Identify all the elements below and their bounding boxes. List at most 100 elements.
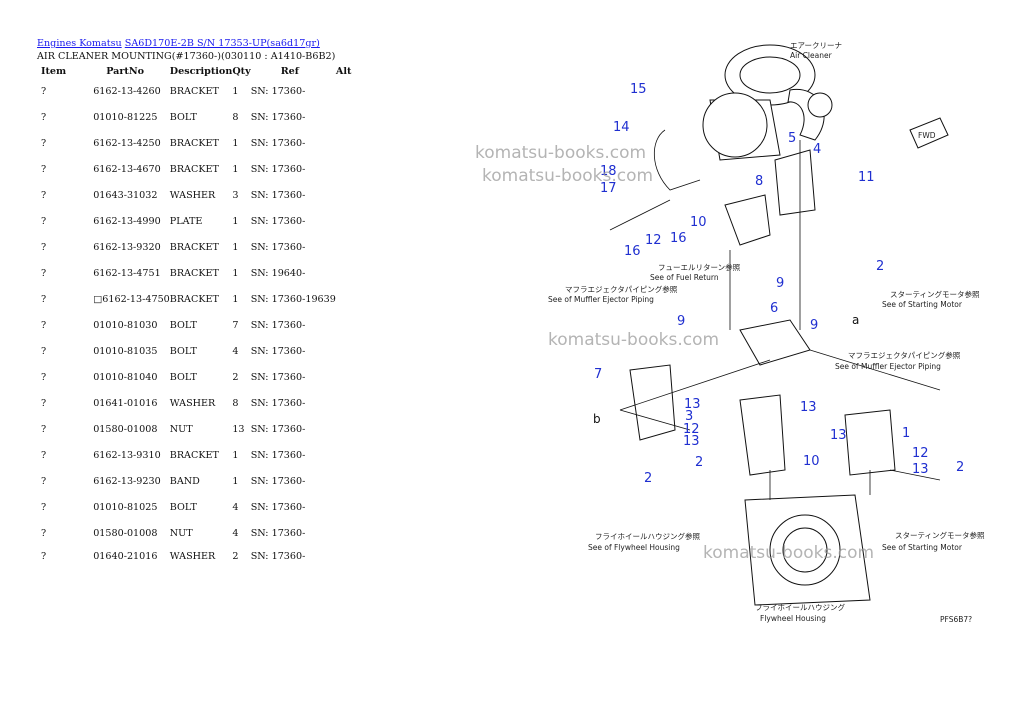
cell-ref: SN: 17360- (250, 85, 306, 97)
cell-partno: 01010-81025 (93, 501, 158, 513)
label-muffler1: See of Muffler Ejector Piping (548, 295, 654, 304)
label-flywheel2: Flywheel Housing (760, 614, 826, 623)
parts-table: Item PartNo Description Qty Ref Alt ?616… (37, 64, 351, 566)
cell-description: WASHER (169, 189, 216, 201)
label-flywheel2-jp: フライホイールハウジング (755, 602, 845, 612)
cell-description: BOLT (169, 319, 197, 331)
callout-number: 12 (645, 233, 662, 248)
cell-qty: 1 (232, 475, 239, 487)
reference-letter-b: b (593, 412, 601, 426)
cell-alt (336, 286, 352, 312)
cell-alt (336, 130, 352, 156)
cell-alt (336, 260, 352, 286)
breadcrumb-link-engines[interactable]: Engines Komatsu (37, 38, 122, 49)
cell-item: ? (41, 397, 47, 409)
callout-number: 13 (830, 428, 847, 443)
label-flywheel1-jp: フライホイールハウジング参照 (595, 531, 700, 541)
column-header-ref: Ref (280, 65, 299, 77)
cell-qty: 1 (232, 215, 239, 227)
callout-number: 10 (803, 454, 820, 469)
callout-number: 13 (684, 397, 701, 412)
page-title: AIR CLEANER MOUNTING(#17360-)(030110 : A… (37, 51, 336, 62)
cell-description: BOLT (169, 371, 197, 383)
cell-item: ? (41, 550, 47, 562)
breadcrumb-link-model[interactable]: SA6D170E-2B S/N 17353-UP(sa6d17gr) (124, 38, 320, 49)
cell-qty: 1 (232, 293, 239, 305)
leader-lines (609, 140, 941, 500)
label-air-cleaner: Air Cleaner (790, 51, 833, 60)
callout-number: 16 (624, 244, 641, 259)
cell-alt (336, 208, 352, 234)
cell-item: ? (41, 319, 47, 331)
cell-alt (336, 234, 352, 260)
cell-ref: SN: 17360- (250, 137, 306, 149)
cell-description: BRACKET (169, 163, 219, 175)
cell-description: NUT (169, 527, 193, 539)
bracket-3-drawing (739, 394, 786, 476)
cell-alt (336, 182, 352, 208)
svg-text:FWD: FWD (918, 131, 936, 140)
callout-number: 17 (600, 181, 617, 196)
callout-number: 13 (912, 462, 929, 477)
cell-item: ? (41, 85, 47, 97)
cell-alt (336, 390, 352, 416)
callout-number: 9 (776, 276, 784, 291)
callout-number: 10 (690, 215, 707, 230)
breadcrumb: Engines Komatsu SA6D170E-2B S/N 17353-UP… (37, 38, 337, 50)
cell-partno: 6162-13-4250 (93, 137, 161, 149)
callout-number: 2 (956, 460, 964, 475)
label-drawing-code: PFS6B7? (940, 615, 972, 624)
label-muffler2-jp: マフラエジェクタパイピング参照 (848, 350, 961, 360)
callout-number: 2 (644, 471, 652, 486)
cell-ref: SN: 17360- (250, 397, 306, 409)
callout-number: 9 (677, 314, 685, 329)
cell-alt (336, 442, 352, 468)
cell-ref: SN: 17360- (250, 189, 306, 201)
cell-item: ? (41, 501, 47, 513)
callout-number: 8 (755, 174, 763, 189)
cell-ref: SN: 17360- (250, 527, 306, 539)
label-starting1-jp: スターティングモータ参照 (890, 289, 980, 299)
bracket-8-drawing (724, 194, 771, 246)
cell-ref: SN: 17360- (250, 319, 306, 331)
cell-alt (336, 520, 352, 546)
callout-number: 14 (613, 120, 630, 135)
cell-item: ? (41, 189, 47, 201)
callout-number: 7 (594, 367, 602, 382)
cell-description: WASHER (169, 397, 216, 409)
plate-6-drawing (739, 319, 811, 366)
callout-number: 13 (800, 400, 817, 415)
cell-ref: SN: 17360- (250, 215, 306, 227)
cell-description: WASHER (169, 550, 216, 562)
cell-alt (336, 312, 352, 338)
cell-item: ? (41, 423, 47, 435)
cell-alt (336, 546, 352, 566)
callout-number: 1 (902, 426, 910, 441)
band-drawing (653, 129, 701, 191)
cell-partno: 6162-13-4751 (93, 267, 161, 279)
label-starting2-jp: スターティングモータ参照 (895, 530, 985, 540)
cell-description: BRACKET (169, 85, 219, 97)
label-flywheel1: See of Flywheel Housing (588, 543, 680, 552)
cell-qty: 1 (232, 449, 239, 461)
parts-list: Engines Komatsu SA6D170E-2B S/N 17353-UP… (37, 38, 351, 566)
column-header-description: Description (169, 65, 233, 77)
cell-ref: SN: 17360- (250, 449, 306, 461)
callout-number: 5 (788, 131, 796, 146)
cell-description: BRACKET (169, 267, 219, 279)
callout-number: 6 (770, 301, 778, 316)
cell-item: ? (41, 527, 47, 539)
cell-description: BOLT (169, 345, 197, 357)
cell-qty: 8 (232, 397, 239, 409)
cell-qty: 3 (232, 189, 239, 201)
cell-alt (336, 104, 352, 130)
cell-ref: SN: 17360- (250, 475, 306, 487)
